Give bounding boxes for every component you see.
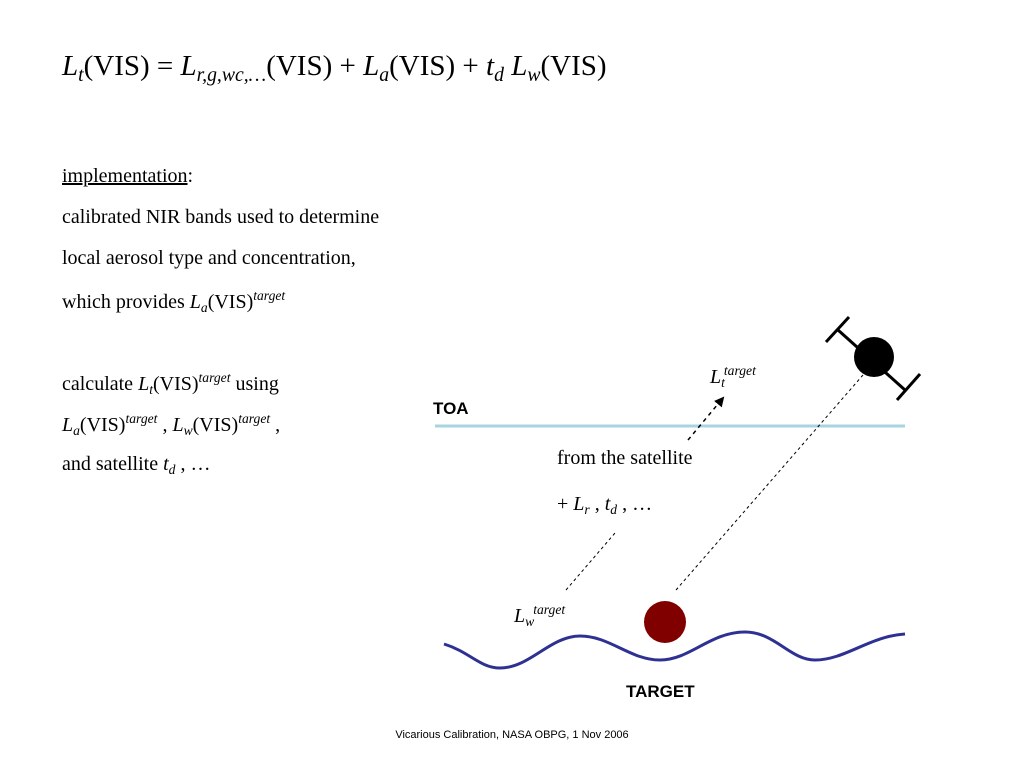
eq-subscript: t bbox=[78, 63, 84, 86]
radiance-equation: Lt(VIS) = Lr,g,wc,…(VIS) + La(VIS) + td … bbox=[62, 50, 607, 87]
eq-symbol: L bbox=[62, 50, 79, 82]
line-text: (VIS) bbox=[207, 291, 254, 314]
line-superscript: target bbox=[253, 288, 286, 303]
line-symbol: L bbox=[172, 414, 184, 437]
implementation-colon: : bbox=[187, 165, 194, 187]
line-superscript: target bbox=[198, 370, 231, 385]
line-subscript: a bbox=[200, 300, 208, 316]
target-icon bbox=[644, 601, 686, 643]
line-text: , bbox=[270, 414, 281, 437]
line-symbol: L bbox=[62, 414, 74, 437]
line-text: and satellite bbox=[62, 453, 164, 475]
footer: Vicarious Calibration, NASA OBPG, 1 Nov … bbox=[395, 729, 629, 741]
eq-symbol: t bbox=[486, 50, 495, 82]
target-to-satellite-path bbox=[675, 374, 864, 591]
eq-subscript: r,g,wc,… bbox=[196, 63, 267, 86]
label-symbol: L bbox=[573, 493, 585, 515]
label-subscript: w bbox=[525, 614, 535, 630]
eq-subscript: a bbox=[379, 63, 390, 86]
eq-text: (VIS) = bbox=[83, 50, 181, 82]
label-subscript: r bbox=[584, 502, 590, 518]
calculate-line-3: and satellite td , … bbox=[62, 453, 210, 478]
eq-subscript: d bbox=[494, 63, 504, 86]
lw-target-label: Lwtarget bbox=[514, 602, 565, 630]
label-symbol: L bbox=[514, 605, 526, 628]
line-symbol: L bbox=[138, 373, 150, 396]
line-superscript: target bbox=[125, 411, 158, 426]
from-satellite-label: from the satellite bbox=[557, 447, 693, 469]
lt-arrow bbox=[687, 396, 725, 441]
label-text: , bbox=[589, 493, 605, 515]
target-label: TARGET bbox=[626, 682, 695, 701]
label-text: + bbox=[557, 493, 574, 515]
eq-text: (VIS) + bbox=[266, 50, 364, 82]
plus-terms-label: + Lr , td , … bbox=[557, 493, 652, 518]
implementation-line-1: calibrated NIR bands used to determine bbox=[62, 206, 380, 228]
implementation-line-2: local aerosol type and concentration, bbox=[62, 247, 356, 269]
label-symbol: t bbox=[604, 493, 611, 515]
line-text: using bbox=[230, 373, 279, 396]
label-subscript: d bbox=[610, 502, 618, 518]
implementation-line-3: which provides La(VIS)target bbox=[62, 288, 285, 316]
lw-path bbox=[565, 532, 616, 591]
label-text: , … bbox=[617, 493, 653, 515]
line-text: (VIS) bbox=[79, 414, 126, 437]
label-subscript: t bbox=[721, 375, 725, 391]
line-text: calculate bbox=[62, 373, 139, 396]
line-symbol: t bbox=[163, 453, 169, 475]
label-superscript: target bbox=[533, 602, 566, 617]
line-symbol: L bbox=[189, 291, 201, 314]
label-symbol: L bbox=[710, 366, 722, 389]
toa-label: TOA bbox=[433, 399, 469, 418]
line-subscript: t bbox=[149, 382, 153, 398]
line-text: which provides bbox=[62, 291, 190, 314]
eq-symbol: L bbox=[363, 50, 380, 82]
calculate-line-1: calculate Lt(VIS)target using bbox=[62, 370, 279, 398]
line-subscript: a bbox=[73, 423, 80, 439]
eq-text: (VIS) + bbox=[389, 50, 487, 82]
line-text: , bbox=[157, 414, 173, 437]
eq-text: (VIS) bbox=[540, 50, 607, 82]
eq-subscript: w bbox=[527, 63, 541, 86]
eq-symbol: L bbox=[180, 50, 197, 82]
satellite-icon bbox=[824, 315, 922, 401]
line-subscript: w bbox=[183, 423, 193, 439]
implementation-label: implementation bbox=[62, 165, 188, 187]
ocean-surface bbox=[443, 630, 906, 670]
implementation-heading: implementation: bbox=[62, 165, 193, 188]
eq-symbol: L bbox=[511, 50, 528, 82]
line-subscript: d bbox=[168, 462, 176, 478]
line-text: (VIS) bbox=[152, 373, 199, 396]
label-superscript: target bbox=[723, 363, 756, 378]
line-text: (VIS) bbox=[192, 414, 239, 437]
calculate-line-2: La(VIS)target , Lw(VIS)target , bbox=[62, 411, 280, 439]
line-superscript: target bbox=[238, 411, 271, 426]
lt-target-label: Lttarget bbox=[710, 363, 756, 391]
line-text: , … bbox=[175, 453, 211, 475]
